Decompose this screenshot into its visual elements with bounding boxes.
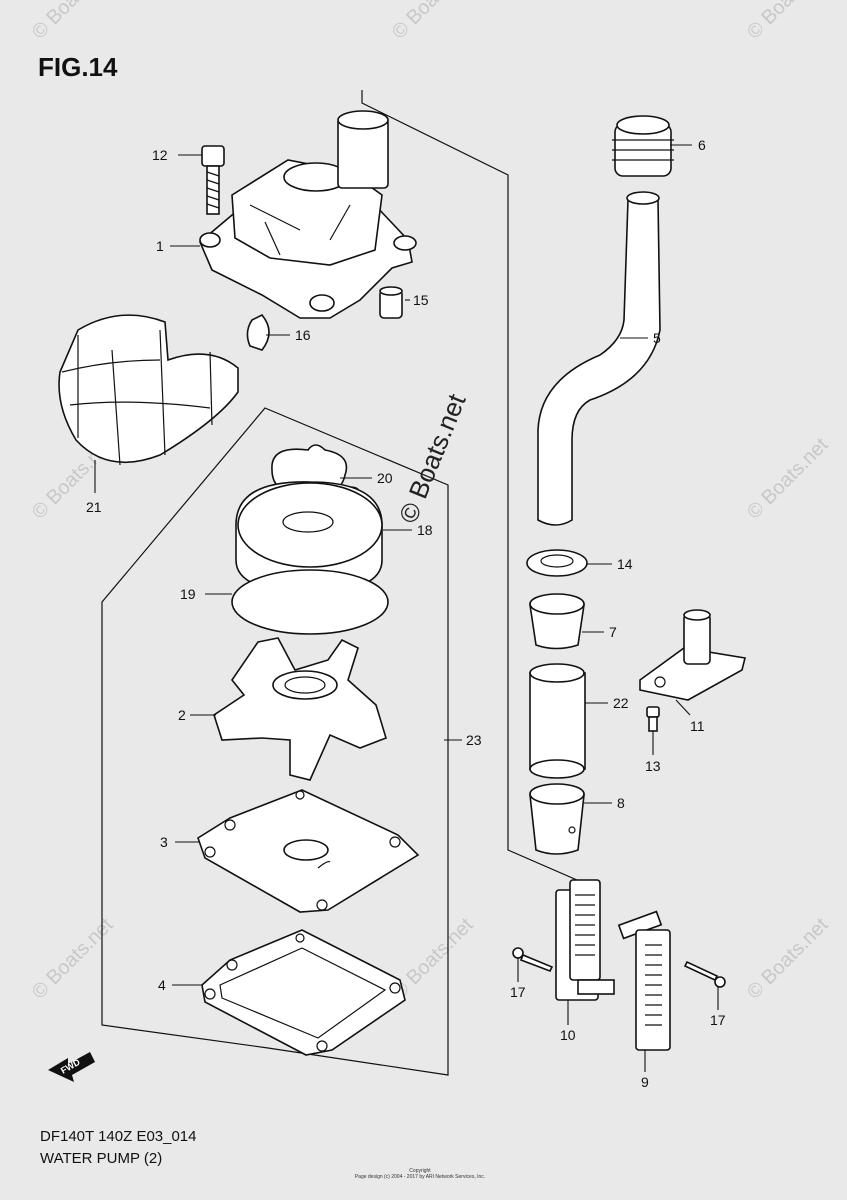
part-13-screw [646, 706, 660, 732]
callout-4: 4 [158, 977, 166, 993]
watermark: © Boats.net [743, 914, 833, 1004]
fwd-arrow: FWD [48, 1052, 95, 1082]
watermark: © Boats.net [743, 0, 833, 44]
callout-11: 11 [690, 718, 705, 734]
copyright-notice: Copyright Page design (c) 2004 - 2017 by… [320, 1168, 520, 1180]
watermark: © Boats.net [743, 434, 833, 524]
figure-caption: WATER PUMP (2) [40, 1150, 163, 1167]
part-5-tube-end [626, 191, 660, 205]
callout-18: 18 [417, 522, 433, 538]
part-4-gasket [201, 929, 406, 1056]
assembly-kit-outline [101, 407, 449, 1076]
callout-2: 2 [178, 707, 186, 723]
copyright-line-1: Copyright [409, 1168, 431, 1174]
copyright-line-2: Page design (c) 2004 - 2017 by ARI Netwo… [354, 1174, 486, 1180]
part-8-bush [529, 783, 585, 855]
callout-13: 13 [645, 758, 661, 774]
callout-14: 14 [617, 556, 633, 572]
part-11-fitting [639, 609, 746, 701]
part-6-grommet [612, 115, 674, 177]
part-15-dowel-pin [379, 286, 403, 319]
callout-20: 20 [377, 470, 393, 486]
part-18-impeller-housing [235, 481, 383, 593]
figure-title: FIG.14 [38, 52, 118, 82]
assembly-bracket-right [361, 90, 601, 891]
callout-12: 12 [152, 147, 168, 163]
callout-17-right: 17 [710, 1012, 726, 1028]
callout-16: 16 [295, 327, 311, 343]
callouts: 12 1 15 16 6 5 21 20 18 19 2 23 3 4 14 7… [86, 137, 726, 1090]
watermark: © Boats.net [28, 914, 118, 1004]
callout-6: 6 [698, 137, 706, 153]
part-5-water-tube [537, 196, 661, 526]
part-19-o-ring [231, 569, 389, 635]
part-9-bracket [617, 910, 671, 1051]
part-2-impeller [213, 637, 387, 781]
callout-1: 1 [156, 238, 164, 254]
callout-21: 21 [86, 499, 102, 515]
part-3-wear-plate [197, 789, 420, 913]
model-code: DF140T 140Z E03_014 [40, 1128, 197, 1145]
watermark: © Boats.net [28, 0, 118, 44]
part-10-bracket [555, 879, 615, 1001]
leader-lines [94, 144, 719, 1072]
watermark: © Boats.net [388, 0, 478, 44]
callout-7: 7 [609, 624, 617, 640]
part-16-key [246, 313, 270, 351]
callout-15: 15 [413, 292, 429, 308]
callout-19: 19 [180, 586, 196, 602]
part-14-seal [526, 549, 588, 577]
callout-8: 8 [617, 795, 625, 811]
part-7-bush [529, 593, 585, 650]
part-1-pump-case [199, 110, 417, 319]
part-17-screw-left [512, 947, 554, 973]
callout-23: 23 [466, 732, 482, 748]
brand-watermark: © Boats.net [393, 389, 472, 527]
part-17-screw-right [683, 960, 726, 988]
part-21-seal-ring [58, 314, 239, 466]
callout-17-left: 17 [510, 984, 526, 1000]
part-12-bolt [201, 145, 225, 215]
callout-3: 3 [160, 834, 168, 850]
callout-9: 9 [641, 1074, 649, 1090]
part-22-sleeve [529, 663, 586, 779]
callout-10: 10 [560, 1027, 576, 1043]
callout-5: 5 [653, 330, 661, 346]
callout-22: 22 [613, 695, 629, 711]
